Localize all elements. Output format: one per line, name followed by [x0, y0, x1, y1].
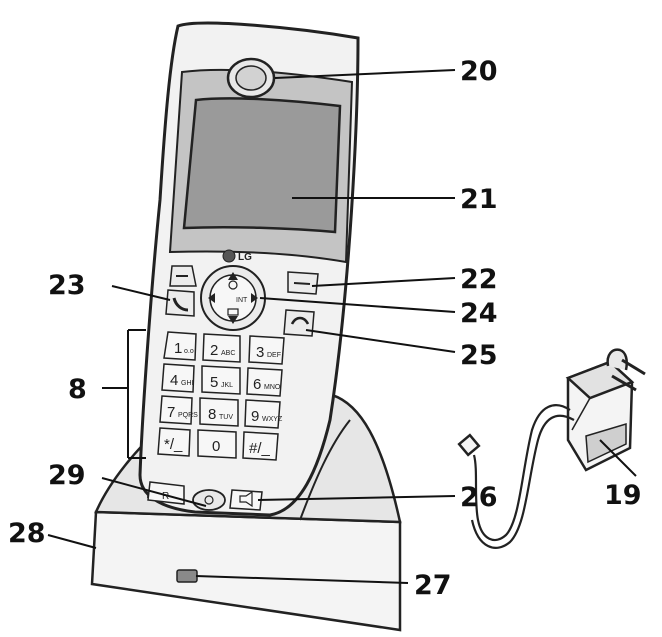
earpiece-inner	[235, 65, 267, 91]
callout-23: 23	[48, 270, 86, 301]
intercom-label: INT	[236, 297, 248, 304]
key-1-letters: o.o	[184, 348, 194, 355]
key-7-digit: 7	[167, 404, 175, 421]
leader-24	[259, 297, 456, 313]
key-2-digit: 2	[210, 342, 218, 359]
plug-pin-top	[621, 358, 646, 376]
nav-left-arrow-icon	[208, 293, 215, 303]
paging-icon	[204, 495, 214, 505]
key-4-letters: GHI	[181, 380, 194, 387]
callout-27: 27	[414, 570, 452, 601]
key-5-letters: JKL	[221, 382, 233, 389]
leader-lines	[47, 69, 637, 584]
key-1-digit: 1	[174, 340, 182, 357]
telephone-jack-plug	[457, 433, 481, 457]
power-adapter	[457, 348, 646, 549]
paging-key[interactable]	[192, 489, 226, 511]
key-8[interactable]	[199, 397, 239, 427]
key-9-letters: WXYZ	[262, 416, 283, 423]
key-9-digit: 9	[251, 408, 259, 425]
key-2[interactable]	[202, 333, 241, 363]
recall-key-label: R	[162, 491, 169, 502]
speaker-icon	[239, 490, 253, 508]
callout-26: 26	[460, 482, 498, 513]
leader-20	[274, 69, 456, 79]
talk-key[interactable]	[165, 289, 195, 317]
nav-down-arrow-icon	[228, 316, 238, 324]
adapter-side-shade	[585, 422, 627, 464]
key-6-digit: 6	[253, 376, 261, 393]
callout-24: 24	[460, 298, 498, 329]
callout-19: 19	[604, 480, 642, 511]
base-front	[90, 510, 402, 632]
nav-up-arrow-icon	[228, 272, 238, 280]
key-hash-label: #/_	[249, 440, 271, 457]
key-2-letters: ABC	[221, 350, 235, 357]
key-8-letters: TUV	[219, 414, 233, 421]
key-0[interactable]	[197, 429, 237, 459]
leader-22	[311, 277, 456, 287]
key-6-letters: MNO	[264, 384, 281, 391]
callout-labels: 20 21 22 23 24 25 8 29 26 28 27 19	[8, 56, 642, 601]
display-screen	[182, 97, 342, 234]
nav-right-arrow-icon	[251, 293, 258, 303]
base-cradle-edge	[299, 419, 351, 521]
phonebook-icon	[227, 308, 239, 316]
callout-20: 20	[460, 56, 498, 87]
callout-22: 22	[460, 264, 498, 295]
key-0-digit: 0	[212, 438, 220, 455]
adapter-top	[565, 360, 635, 400]
key-6[interactable]	[246, 367, 283, 397]
leader-28	[47, 534, 97, 549]
leader-27	[195, 575, 409, 584]
talk-icon	[172, 297, 189, 312]
key-9[interactable]	[244, 399, 281, 429]
key-1[interactable]	[163, 331, 197, 361]
adapter-cable	[472, 404, 571, 542]
callout-29: 29	[48, 460, 86, 491]
navigation-key[interactable]	[209, 274, 257, 322]
keypad-labels: 1 o.o 2 ABC 3 DEF 4 GHI 5 JKL 6 MNO 7 PQ…	[164, 340, 283, 457]
key-7[interactable]	[159, 395, 193, 425]
key-8-digit: 8	[208, 406, 216, 423]
key-5-digit: 5	[210, 374, 218, 391]
end-power-key[interactable]	[283, 309, 315, 337]
leader-23	[111, 285, 171, 301]
leader-25	[305, 329, 456, 353]
end-call-icon	[290, 316, 310, 325]
lg-logo-icon	[222, 249, 236, 263]
leader-26	[257, 495, 456, 501]
callout-21: 21	[460, 184, 498, 215]
menu-icon	[228, 280, 238, 290]
key-7-letters: PQRS	[178, 412, 198, 419]
key-4[interactable]	[161, 363, 195, 393]
key-star[interactable]	[157, 427, 191, 457]
plug-pin-bottom	[611, 374, 637, 392]
key-5[interactable]	[201, 365, 241, 395]
key-hash[interactable]	[242, 431, 279, 461]
keypad	[157, 331, 285, 461]
speaker-key[interactable]	[229, 489, 263, 511]
brand-label: LG	[238, 252, 252, 263]
charging-led	[176, 569, 198, 583]
callout-25: 25	[460, 340, 498, 371]
callout-8: 8	[68, 374, 87, 405]
callout-28: 28	[8, 518, 46, 549]
key-4-digit: 4	[170, 372, 178, 389]
leader-19	[599, 439, 637, 477]
leader-29	[101, 477, 207, 507]
key-3-letters: DEF	[267, 352, 281, 359]
key-3-digit: 3	[256, 344, 264, 361]
key-star-label: */_	[164, 436, 183, 453]
key-3[interactable]	[248, 335, 285, 365]
